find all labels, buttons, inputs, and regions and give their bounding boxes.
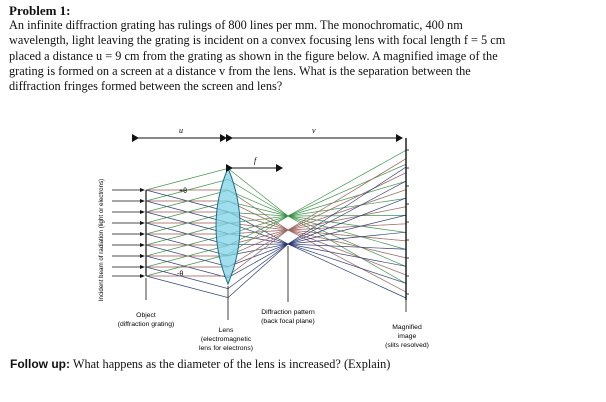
diffracted-ray [145,190,407,250]
central-ray [146,189,407,293]
lens [215,166,241,286]
diffracted-ray [145,163,407,268]
incident-arrowhead [140,274,145,278]
incident-arrowhead [140,188,145,192]
incident-arrowhead [140,265,145,269]
incident-arrows [112,188,145,278]
pattern-label: Diffraction pattern [261,309,315,316]
diffracted-ray [145,180,407,289]
lens-sublabel-2: lens for electrons) [199,345,253,352]
label-u: u [179,126,183,135]
problem-line: diffraction fringes formed between the s… [9,79,283,94]
incident-arrowhead [140,254,145,258]
problem-line: placed a distance u = 9 cm from the grat… [9,48,498,63]
object-sublabel: (diffraction grating) [118,321,175,328]
problem-line: An infinite diffraction grating has ruli… [9,18,463,32]
incident-beam-label: Incident beam of radiation (light or ele… [98,179,105,301]
pattern-sublabel: (back focal plane) [261,318,315,325]
diffracted-ray [145,168,407,284]
followup-label: Follow up: [10,357,70,371]
central-ray [146,172,407,268]
problem-line: wavelength, light leaving the grating is… [9,33,506,48]
ray-diagram [145,149,409,299]
image-sublabel-1: image [398,333,417,340]
image-sublabel-2: (slits resolved) [385,342,429,349]
diffracted-ray [145,201,407,233]
lens-label: Lens [219,327,234,334]
diffracted-ray [145,149,407,277]
diffracted-ray [145,180,407,257]
central-ray [146,158,407,277]
followup-question: Follow up: What happens as the diameter … [10,357,390,372]
diffracted-ray [146,189,407,293]
problem-statement: An infinite diffraction grating has ruli… [9,18,599,94]
order-plus-label: +θ [179,188,187,195]
image-label: Magnified [392,324,422,331]
label-f: f [254,156,258,165]
diffracted-ray [145,166,407,298]
diffracted-ray [145,198,407,246]
label-v: v [312,126,316,135]
diffracted-ray [145,212,407,235]
incident-arrowhead [140,221,145,225]
diffracted-ray [145,179,407,267]
followup-text: What happens as the diameter of the lens… [69,357,391,371]
incident-arrowhead [140,199,145,203]
object-label: Object [136,312,156,319]
lens-sublabel-1: (electromagnetic [201,336,252,343]
incident-arrowhead [140,210,145,214]
order-minus-label: -θ [177,271,183,278]
problem-line: grating is formed on a screen at a dista… [9,63,471,78]
incident-arrowhead [140,243,145,247]
problem-title: Problem 1: [9,3,71,18]
incident-arrowhead [140,232,145,236]
